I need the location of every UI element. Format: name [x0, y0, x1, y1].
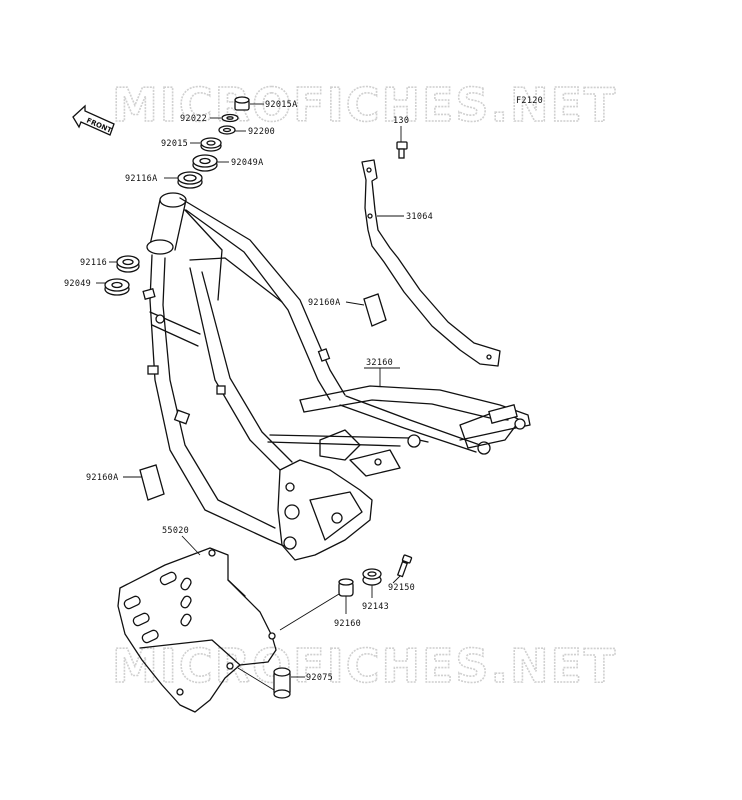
callout-32160: 32160	[366, 358, 393, 368]
callout-92143: 92143	[362, 602, 389, 612]
nut-92015-icon	[190, 137, 222, 152]
nut-92015A-icon	[234, 96, 264, 111]
callout-92015: 92015	[161, 139, 188, 149]
lower-bearing-92116-icon	[109, 255, 140, 273]
bolt-92150-icon	[392, 554, 413, 584]
steering-stack: 92015A 92022 92200 92015	[125, 96, 298, 189]
callout-92022: 92022	[180, 114, 207, 124]
rubber-92160A-left-icon	[123, 464, 165, 501]
bolt-130-icon	[396, 126, 408, 159]
watermark-bottom: MICROFICHES.NET	[112, 639, 617, 693]
callout-130: 130	[393, 116, 409, 126]
callout-92200: 92200	[248, 127, 275, 137]
main-frame-32160	[142, 192, 531, 561]
collar-92143-icon	[362, 568, 382, 598]
callout-92160A-left: 92160A	[86, 473, 119, 483]
callout-92015A: 92015A	[265, 100, 298, 110]
washer-92200-icon	[218, 125, 246, 135]
callout-92116A: 92116A	[125, 174, 158, 184]
washer-92022-icon	[210, 113, 239, 123]
lower-seal-92049-icon	[96, 278, 130, 296]
seal-92049A-icon	[192, 154, 229, 172]
skid-plate-55020	[117, 535, 277, 713]
diagram-code: F2120	[516, 96, 543, 106]
damper-92160-icon	[279, 578, 354, 631]
callout-92049A: 92049A	[231, 158, 264, 168]
rubber-92160A-upper-icon	[345, 293, 387, 327]
front-arrow-icon: FRONT	[72, 104, 115, 136]
callout-31064: 31064	[406, 212, 433, 222]
callout-92075: 92075	[306, 673, 333, 683]
watermark-top: MICROFICHES.NET	[112, 78, 617, 132]
callout-92160A-upper: 92160A	[308, 298, 341, 308]
bearing-92116A-icon	[164, 171, 203, 189]
callout-92049: 92049	[64, 279, 91, 289]
callout-55020: 55020	[162, 526, 189, 536]
callout-92160: 92160	[334, 619, 361, 629]
callout-92150: 92150	[388, 583, 415, 593]
grommet-92075-icon	[237, 667, 305, 699]
subframe-bracket-31064	[361, 159, 501, 367]
callout-92116: 92116	[80, 258, 107, 268]
